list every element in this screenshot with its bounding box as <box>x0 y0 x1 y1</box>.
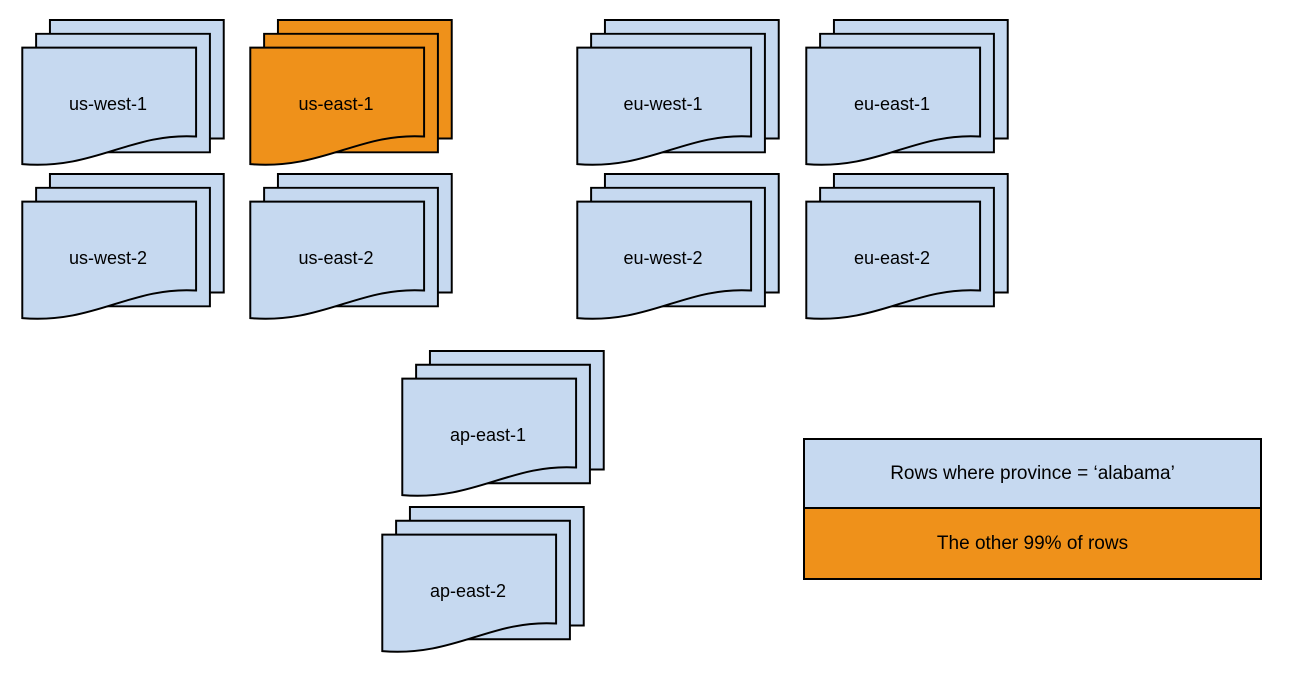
document-sheet <box>576 46 753 166</box>
document-sheet <box>805 200 982 320</box>
region-stack-ap-east-2[interactable]: ap-east-2 <box>380 505 585 653</box>
document-sheet <box>805 46 982 166</box>
legend-label-orange: The other 99% of rows <box>936 532 1129 554</box>
legend-row-orange: The other 99% of rows <box>805 509 1260 578</box>
region-stack-us-west-1[interactable]: us-west-1 <box>20 18 225 166</box>
region-stack-eu-west-2[interactable]: eu-west-2 <box>575 172 780 320</box>
region-stack-us-east-2[interactable]: us-east-2 <box>248 172 453 320</box>
region-stack-eu-west-1[interactable]: eu-west-1 <box>575 18 780 166</box>
region-stack-eu-east-2[interactable]: eu-east-2 <box>804 172 1009 320</box>
region-stack-eu-east-1[interactable]: eu-east-1 <box>804 18 1009 166</box>
region-stack-us-west-2[interactable]: us-west-2 <box>20 172 225 320</box>
document-sheet <box>401 377 578 497</box>
document-sheet <box>249 200 426 320</box>
legend-row-blue: Rows where province = ‘alabama’ <box>805 440 1260 509</box>
legend: Rows where province = ‘alabama’ The othe… <box>803 438 1262 580</box>
document-sheet <box>249 46 426 166</box>
document-sheet <box>21 46 198 166</box>
region-stack-us-east-1[interactable]: us-east-1 <box>248 18 453 166</box>
document-sheet <box>576 200 753 320</box>
document-sheet <box>21 200 198 320</box>
legend-label-blue: Rows where province = ‘alabama’ <box>890 462 1175 484</box>
document-sheet <box>381 533 558 653</box>
region-stack-ap-east-1[interactable]: ap-east-1 <box>400 349 605 497</box>
